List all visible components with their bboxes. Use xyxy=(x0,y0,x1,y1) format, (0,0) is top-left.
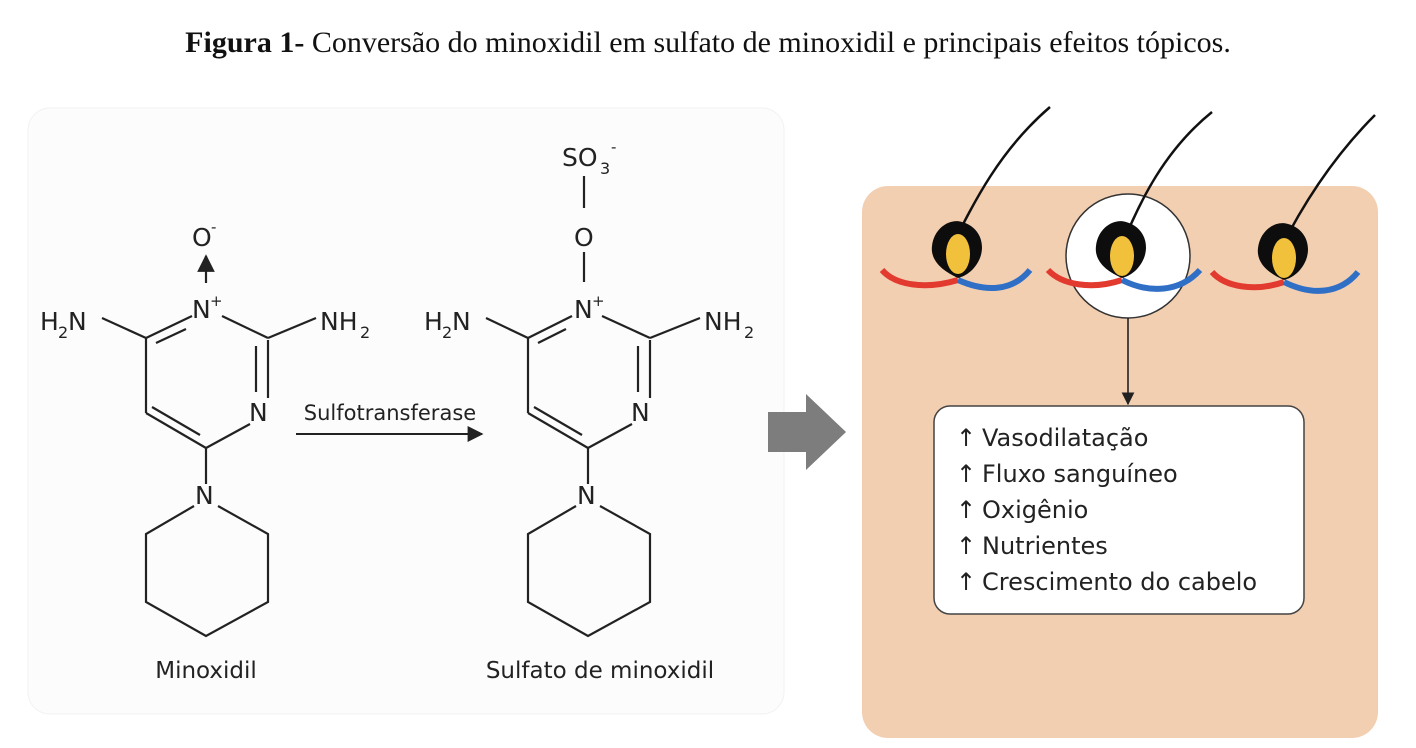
scalp-panel: ↑Vasodilatação↑Fluxo sanguíneo↑Oxigênio↑… xyxy=(862,106,1378,738)
atom-n-plus: N xyxy=(574,295,593,324)
ring-bond-n3-c4 xyxy=(205,423,251,449)
ring-bond-c4-c5 xyxy=(145,412,207,449)
reactant-name: Minoxidil xyxy=(155,658,257,684)
dermal-papilla xyxy=(946,234,970,274)
effect-item: Nutrientes xyxy=(982,532,1108,560)
ring-double-bond-n1-c6 xyxy=(537,328,567,344)
atom-so3: SO xyxy=(562,143,598,172)
atom-nh2-sub: 2 xyxy=(360,323,370,342)
atom-n-piperidine: N xyxy=(577,481,596,510)
atom-n-piperidine: N xyxy=(195,481,214,510)
figure-caption: Figura 1- Conversão do minoxidil em sulf… xyxy=(0,26,1416,60)
vein xyxy=(956,267,1033,291)
ring-double-bond-c4-c5 xyxy=(151,406,201,436)
chemistry-panel-background xyxy=(27,107,785,715)
dermal-papilla xyxy=(1272,238,1296,278)
atom-nh2-sub: 2 xyxy=(744,323,754,342)
atom-so3-sub: 3 xyxy=(600,159,610,178)
dermal-papilla xyxy=(1110,236,1134,276)
atom-n-ring: N xyxy=(631,398,650,427)
artery xyxy=(879,267,959,289)
chemistry-panel: O - N + N N H 2 N NH 2 Minoxidil Sulfotr… xyxy=(27,107,785,715)
artery xyxy=(1209,269,1285,291)
atom-h2n-sub: 2 xyxy=(442,323,452,342)
ring-bond-c4-c5 xyxy=(527,412,589,449)
product-name: Sulfato de minoxidil xyxy=(486,658,714,684)
hair-follicle-2 xyxy=(1045,111,1213,406)
reaction-arrow: Sulfotransferase xyxy=(296,401,484,442)
ring-bond-n1-c2 xyxy=(221,315,269,339)
atom-h2n-n: N xyxy=(452,307,471,336)
effect-item: Vasodilatação xyxy=(982,424,1148,452)
atom-h2n-h: H xyxy=(40,307,59,336)
charge-n-plus: + xyxy=(592,292,605,310)
piperidine-ring xyxy=(526,505,652,638)
minoxidil-sulfate-labels: SO 3 - O N + N N H 2 N NH 2 xyxy=(424,138,754,510)
atom-o-bridge: O xyxy=(574,223,594,252)
ring-bond-n1-c2 xyxy=(601,315,651,339)
minoxidil-sulfate-structure xyxy=(485,176,701,638)
effect-item: Crescimento do cabelo xyxy=(982,568,1257,596)
atom-nh2: NH xyxy=(320,307,358,336)
ring-double-bond-n1-c6 xyxy=(155,328,187,344)
piperidine-ring xyxy=(144,505,270,638)
atom-h2n-sub: 2 xyxy=(58,323,68,342)
hair-follicle-3 xyxy=(1209,114,1376,294)
amine-bond-left xyxy=(485,317,529,339)
vein xyxy=(1120,267,1203,292)
effect-item: Oxigênio xyxy=(982,496,1088,524)
big-right-arrow-icon xyxy=(768,394,846,470)
vein xyxy=(1282,270,1361,294)
amine-bond-left xyxy=(101,316,147,340)
atom-o-minus: O xyxy=(192,223,212,252)
atom-n-ring: N xyxy=(249,398,268,427)
amine-bond-right xyxy=(649,316,701,340)
up-arrow-icon: ↑ xyxy=(956,532,976,560)
up-arrow-icon: ↑ xyxy=(956,460,976,488)
effects-box: ↑Vasodilatação↑Fluxo sanguíneo↑Oxigênio↑… xyxy=(933,405,1305,615)
ring-double-bond-c4-c5 xyxy=(533,406,583,436)
artery xyxy=(1045,267,1123,289)
up-arrow-icon: ↑ xyxy=(956,568,976,596)
up-arrow-icon: ↑ xyxy=(956,496,976,524)
charge-so3: - xyxy=(611,138,616,156)
charge-o-minus: - xyxy=(211,218,216,236)
ring-bond-n3-c4 xyxy=(587,423,633,449)
effects-list: ↑Vasodilatação↑Fluxo sanguíneo↑Oxigênio↑… xyxy=(956,424,1257,596)
minoxidil-structure xyxy=(101,254,317,638)
caption-label: Figura 1- xyxy=(185,26,305,59)
enzyme-label: Sulfotransferase xyxy=(304,401,476,425)
atom-nh2: NH xyxy=(704,307,742,336)
effects-box-background xyxy=(933,405,1305,615)
charge-n-plus: + xyxy=(210,292,223,310)
atom-h2n-n: N xyxy=(68,307,87,336)
minoxidil-labels: O - N + N N H 2 N NH 2 xyxy=(40,218,370,510)
atom-n-plus: N xyxy=(192,295,211,324)
effect-item: Fluxo sanguíneo xyxy=(982,460,1178,488)
amine-bond-right xyxy=(267,316,317,340)
ring-bond-n1-c6 xyxy=(527,315,573,339)
atom-h2n-h: H xyxy=(424,307,443,336)
ring-bond-n1-c6 xyxy=(145,315,193,339)
caption-text: Conversão do minoxidil em sulfato de min… xyxy=(304,26,1231,59)
up-arrow-icon: ↑ xyxy=(956,424,976,452)
hair-follicle-1 xyxy=(879,106,1051,291)
